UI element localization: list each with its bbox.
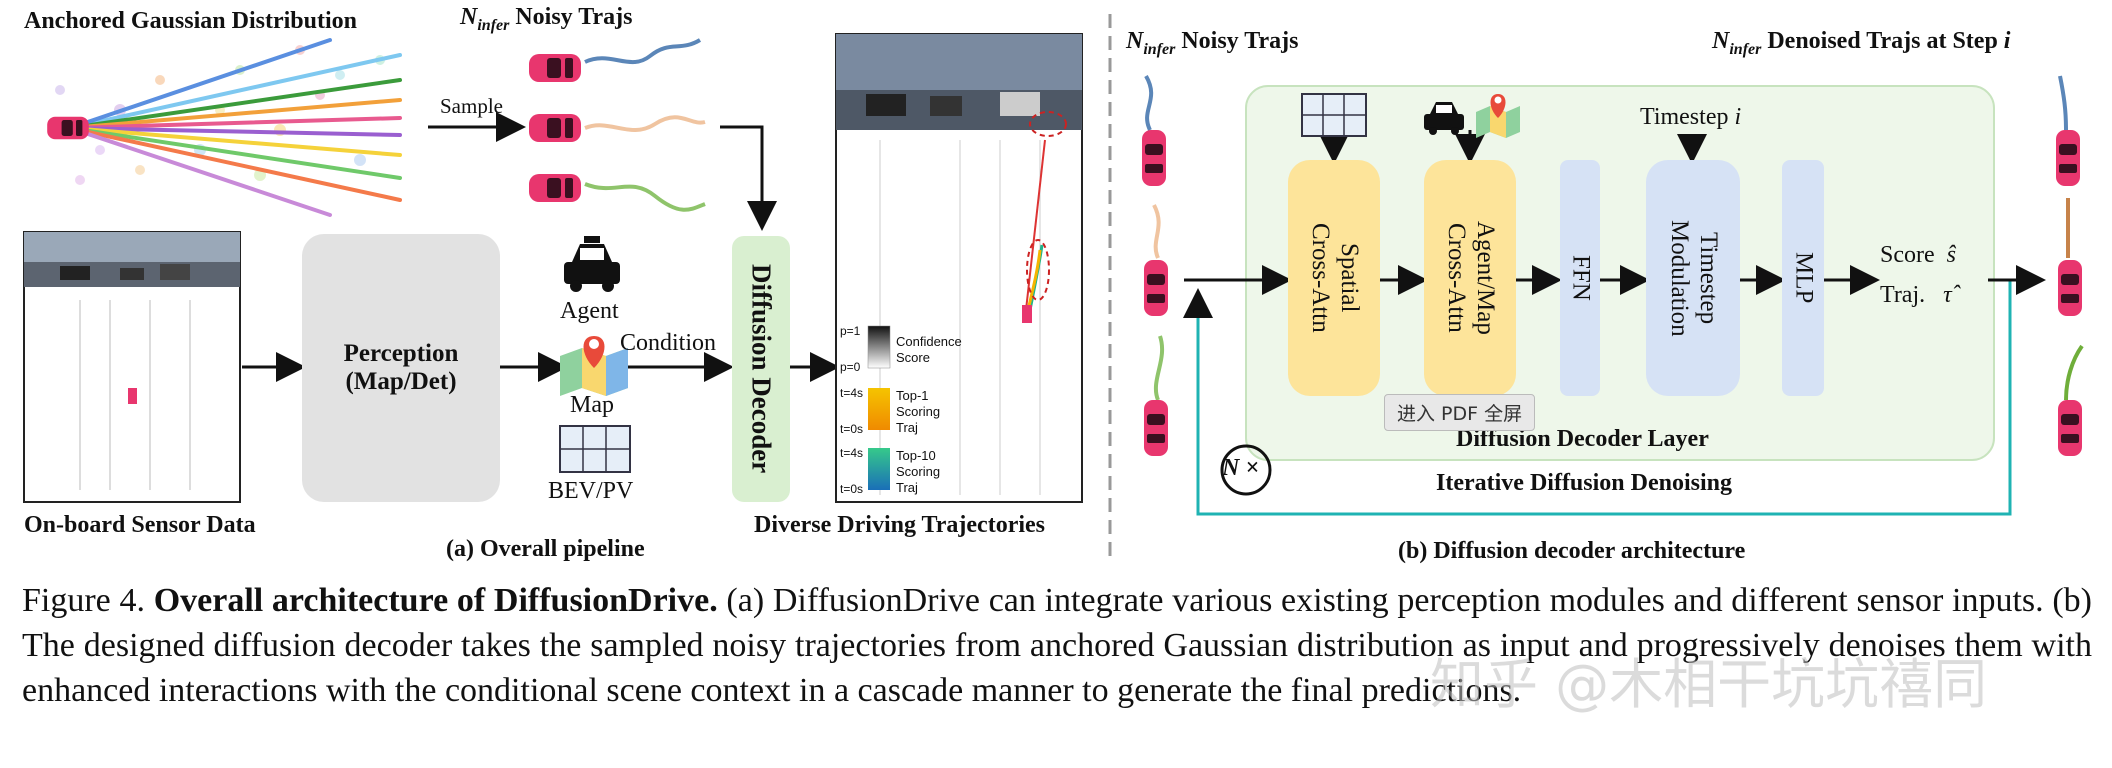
diverse-trajectories-label: Diverse Driving Trajectories (754, 512, 1046, 538)
n-infer-subscript: infer (477, 16, 510, 34)
n-times-label: N × (1222, 455, 1260, 481)
denoised-trajs-label: Denoised Trajs at Step (1767, 28, 1998, 54)
legend-p0: p=0 (840, 360, 861, 374)
sensor-data-label: On-board Sensor Data (24, 512, 256, 538)
noisy-trajs-cars-right (1142, 74, 1168, 456)
anchored-gaussian-title: Anchored Gaussian Distribution (24, 8, 357, 34)
gaussian-fan (47, 38, 402, 217)
legend-top1: Top-1 Scoring Traj (896, 388, 941, 435)
caption-title: Overall architecture of DiffusionDrive. (153, 582, 718, 619)
spatial-cross-attn-label: Spatial Cross-Attn (1307, 223, 1363, 333)
taxi-icon-b (1424, 102, 1464, 135)
taxi-icon (564, 236, 620, 292)
ffn-box: FFN (1560, 160, 1600, 396)
iterative-denoising-label: Iterative Diffusion Denoising (1436, 470, 1732, 496)
n-infer-symbol-b: N (1126, 28, 1144, 54)
score-output: Score ŝ (1880, 242, 1956, 269)
legend-p1: p=1 (840, 324, 861, 338)
perception-box: Perception (Map/Det) (302, 234, 500, 502)
watermark: 知乎 @木相干坑坑禧同 (1430, 653, 1988, 716)
noisy-trajs-cars-left (529, 38, 706, 212)
fullscreen-tooltip[interactable]: 进入 PDF 全屏 (1384, 394, 1536, 431)
mlp-label: MLP (1790, 252, 1818, 304)
traj-label: Traj. (1880, 282, 1926, 308)
noisy-trajs-title-b: Ninfer Noisy Trajs (1126, 28, 1298, 59)
noisy-trajs-label-b: Noisy Trajs (1181, 28, 1299, 54)
agent-label: Agent (560, 298, 619, 324)
noisy-to-decoder-arrow (720, 125, 777, 231)
noisy-trajs-label: Noisy Trajs (515, 4, 633, 30)
perception-title: Perception (343, 340, 459, 367)
noisy-trajs-title-a: Ninfer Noisy Trajs (460, 4, 632, 35)
perception-subtitle: (Map/Det) (345, 368, 457, 395)
legend-t0s-b: t=0s (840, 482, 864, 496)
step-var: i (2003, 28, 2011, 54)
score-label: Score (1880, 242, 1935, 268)
caption-body: (a) DiffusionDrive can integrate various… (22, 582, 2093, 709)
n-infer-subscript-c: infer (1729, 40, 1762, 58)
sensor-data-image (23, 231, 241, 503)
caption-prefix: Figure 4. (22, 582, 145, 619)
legend-top10: Top-10 Scoring Traj (896, 448, 941, 495)
ffn-label: FFN (1567, 255, 1595, 301)
diverse-trajectories-image (835, 33, 1083, 503)
legend-confidence: Confidence Score (896, 334, 962, 365)
n-infer-subscript-b: infer (1143, 40, 1176, 58)
n-infer-symbol-c: N (1712, 28, 1730, 54)
agent-map-cross-attn-label: Agent/Map Cross-Attn (1443, 221, 1499, 335)
diffusion-decoder-label: Diffusion Decoder (746, 264, 777, 474)
repeat-circle (1220, 444, 1272, 496)
figure-caption: Figure 4. Overall architecture of Diffus… (22, 578, 2092, 713)
diffusion-decoder-box: Diffusion Decoder (732, 236, 790, 502)
timestep-var: i (1734, 104, 1742, 130)
iterative-loop-arrow (1183, 280, 2012, 516)
n-infer-symbol: N (460, 4, 478, 30)
denoised-trajs-title: Ninfer Denoised Trajs at Step i (1712, 28, 2010, 59)
map-icon-b (1476, 94, 1520, 138)
bev-grid-icon-b (1301, 93, 1367, 137)
timestep-modulation-box: Timestep Modulation (1646, 160, 1740, 396)
timestep-modulation-label: Timestep Modulation (1666, 219, 1722, 337)
mlp-box: MLP (1782, 160, 1824, 396)
bev-label: BEV/PV (548, 478, 634, 504)
agent-map-cross-attn-box: Agent/Map Cross-Attn (1424, 160, 1516, 396)
condition-label: Condition (620, 330, 717, 356)
legend-t4s-b: t=4s (840, 446, 864, 460)
timestep-label: Timestep (1640, 104, 1729, 130)
bev-grid-icon (559, 425, 631, 473)
panel-b-caption: (b) Diffusion decoder architecture (1398, 538, 1746, 564)
spatial-cross-attn-box: Spatial Cross-Attn (1288, 160, 1380, 396)
panel-a-caption: (a) Overall pipeline (446, 536, 645, 562)
denoised-trajs-cars (2056, 75, 2084, 456)
legend-t0s-a: t=0s (840, 422, 864, 436)
legend-t4s-a: t=4s (840, 386, 864, 400)
traj-output: Traj. τ̂ (1880, 282, 1952, 309)
score-var: ŝ (1946, 242, 1956, 268)
map-label: Map (570, 392, 614, 418)
sample-label: Sample (440, 94, 503, 118)
timestep-label-group: Timestep i (1640, 104, 1741, 131)
map-icon (560, 336, 628, 396)
traj-var: τ̂ (1943, 282, 1952, 308)
